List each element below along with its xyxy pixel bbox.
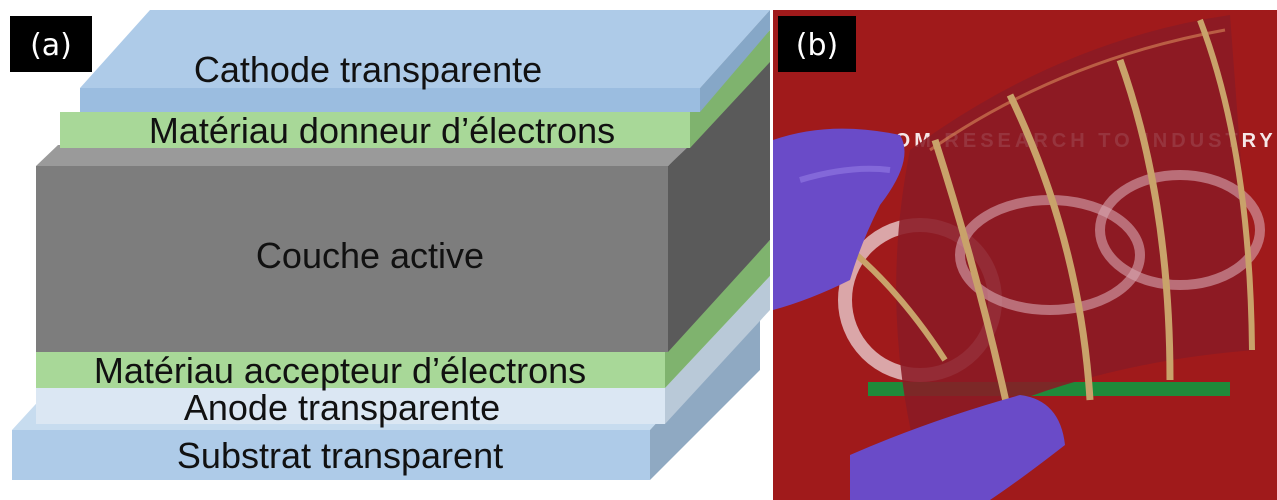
- panel-a-tag-box: [10, 16, 92, 72]
- panel-a-stack-diagram: Substrat transparent Anode transparente …: [10, 10, 770, 480]
- cathode-top-face: [80, 10, 770, 88]
- busbar-1: [931, 138, 1014, 421]
- donor-side-face: [690, 30, 770, 148]
- busbar-2: [1006, 93, 1094, 401]
- busbar-3: [1116, 58, 1174, 381]
- layer-cathode: Cathode transparente: [80, 10, 770, 112]
- layer-active: Couche active: [36, 60, 770, 352]
- panel-b-tag: (b): [778, 16, 856, 72]
- layer-acceptor: Matériau accepteur d’électrons: [36, 240, 770, 391]
- donor-front-face: [60, 112, 690, 148]
- cathode-front-face: [80, 88, 700, 112]
- substrate-side-face: [650, 310, 760, 480]
- cathode-label: Cathode transparente: [194, 49, 542, 90]
- cell-pattern-loop-right: [1095, 170, 1265, 290]
- acceptor-front-face: [36, 352, 665, 388]
- panel-b-photo: FROM RESEARCH TO INDUSTRY (b): [773, 10, 1277, 500]
- anode-label: Anode transparente: [184, 387, 500, 428]
- substrate-front-face: [12, 430, 650, 480]
- acceptor-side-face: [665, 240, 770, 388]
- substrate-label: Substrat transparent: [177, 435, 503, 476]
- donor-label: Matériau donneur d’électrons: [149, 110, 615, 151]
- cell-top-edge: [929, 28, 1226, 152]
- panel-b-tag-box: [778, 16, 856, 72]
- donor-top-edge: [36, 145, 690, 166]
- panel-b-tag-text: (b): [796, 28, 838, 63]
- anode-side-face: [665, 276, 770, 424]
- glove-left: [773, 128, 905, 310]
- glove-bottom: [850, 395, 1065, 500]
- flexible-solar-cell: [896, 15, 1255, 450]
- active-label: Couche active: [256, 235, 484, 276]
- layer-donor: Matériau donneur d’électrons: [36, 30, 770, 166]
- active-side-face: [668, 60, 770, 352]
- panel-a-tag-text: (a): [30, 28, 72, 63]
- panel-a-tag: (a): [10, 16, 92, 72]
- anode-front-face: [36, 388, 665, 424]
- active-front-face: [36, 166, 668, 352]
- glove-left-highlight: [799, 165, 891, 183]
- acceptor-label: Matériau accepteur d’électrons: [94, 350, 586, 391]
- cathode-side-face: [700, 10, 770, 112]
- busbar-4: [1197, 18, 1255, 351]
